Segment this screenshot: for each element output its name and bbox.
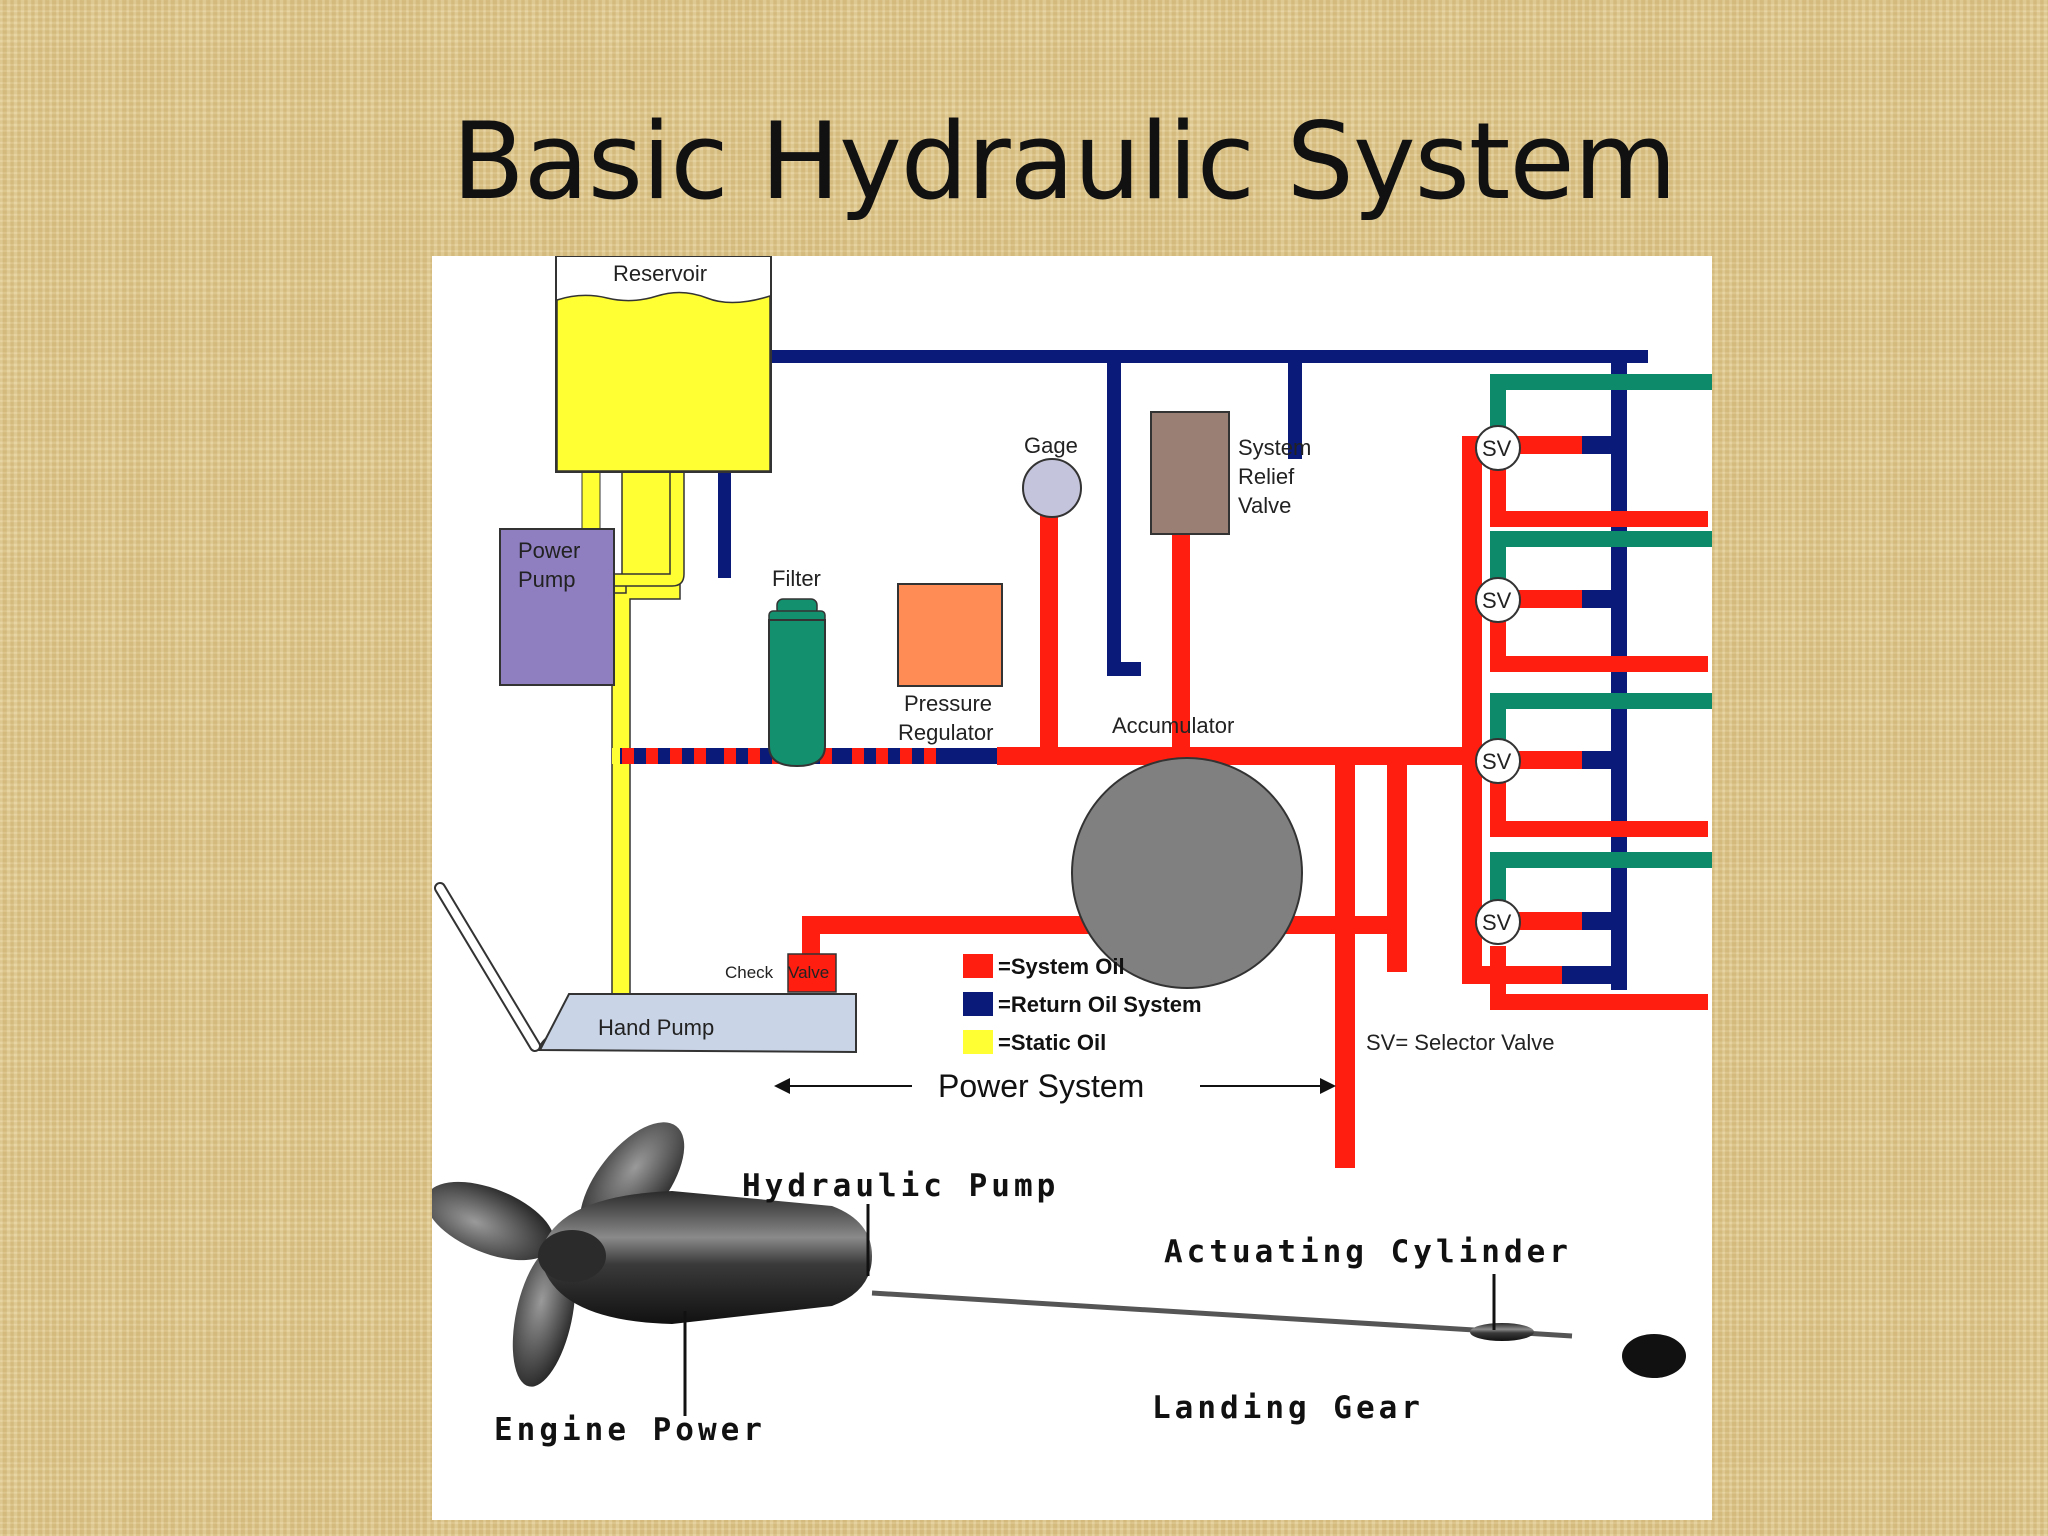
hand-pump-handle [434, 882, 569, 1052]
legend-swatch-return-oil [963, 992, 993, 1016]
relief-label-3: Valve [1238, 493, 1291, 518]
selector-valve-1 [1475, 425, 1521, 471]
hydraulic-pump-label: Hydraulic Pump [742, 1168, 1059, 1204]
hand-pump [538, 993, 857, 1054]
actuating-cylinder-label: Actuating Cylinder [1164, 1234, 1572, 1270]
landing-gear-wheel [1622, 1334, 1686, 1378]
selector-valve-3-label: SV [1482, 749, 1512, 774]
power-system-label: Power System [938, 1068, 1144, 1104]
hand-pump-label: Hand Pump [598, 1015, 714, 1040]
selector-branches [1490, 374, 1712, 1010]
legend-swatch-system-oil [963, 954, 993, 978]
pressure-regulator-label-1: Pressure [904, 691, 992, 716]
selector-valve-2 [1475, 577, 1521, 623]
selector-valve-3 [1475, 738, 1521, 784]
legend-label-static-oil: =Static Oil [998, 1030, 1106, 1055]
pressure-regulator [897, 583, 1003, 687]
legend: =System Oil =Return Oil System =Static O… [963, 954, 1202, 1055]
reservoir [555, 256, 772, 473]
power-pump-label-1: Power [518, 538, 580, 563]
actuating-cylinder [1470, 1323, 1534, 1341]
power-system-arrow [774, 1078, 1336, 1094]
legend-label-return-oil: =Return Oil System [998, 992, 1202, 1017]
hydraulic-diagram: Reservoir Power Pump Filter Pressure Reg… [432, 256, 1712, 1448]
pressure-regulator-label-2: Regulator [898, 720, 993, 745]
selector-valve-4 [1475, 899, 1521, 945]
diagram-panel: Reservoir Power Pump Filter Pressure Reg… [432, 256, 1712, 1520]
power-pump-label-2: Pump [518, 567, 575, 592]
check-label: Check [725, 963, 774, 982]
system-relief-valve [1150, 411, 1230, 535]
slide-title: Basic Hydraulic System [452, 100, 1677, 223]
landing-gear-label: Landing Gear [1152, 1390, 1424, 1426]
accumulator [1071, 757, 1303, 989]
accumulator-label: Accumulator [1112, 713, 1234, 738]
pointer-lines [683, 1204, 1496, 1416]
legend-swatch-static-oil [963, 1030, 993, 1054]
power-pump [499, 528, 615, 686]
gage [1022, 458, 1082, 518]
selector-valve-2-label: SV [1482, 588, 1512, 613]
reservoir-label: Reservoir [613, 261, 707, 286]
filter [768, 598, 826, 768]
check-valve [787, 953, 837, 993]
gage-label: Gage [1024, 433, 1078, 458]
selector-valve-note: SV= Selector Valve [1366, 1030, 1555, 1055]
hydraulic-pump-body [540, 1191, 872, 1324]
selector-valve-1-label: SV [1482, 436, 1512, 461]
selector-valve-4-label: SV [1482, 910, 1512, 935]
engine-hub [538, 1230, 606, 1282]
relief-label-1: System [1238, 435, 1311, 460]
legend-label-system-oil: =System Oil [998, 954, 1125, 979]
filter-label: Filter [772, 566, 821, 591]
engine-power-label: Engine Power [494, 1412, 766, 1448]
relief-label-2: Relief [1238, 464, 1295, 489]
actuating-rod [871, 1290, 1573, 1339]
valve-label: Valve [788, 963, 829, 982]
